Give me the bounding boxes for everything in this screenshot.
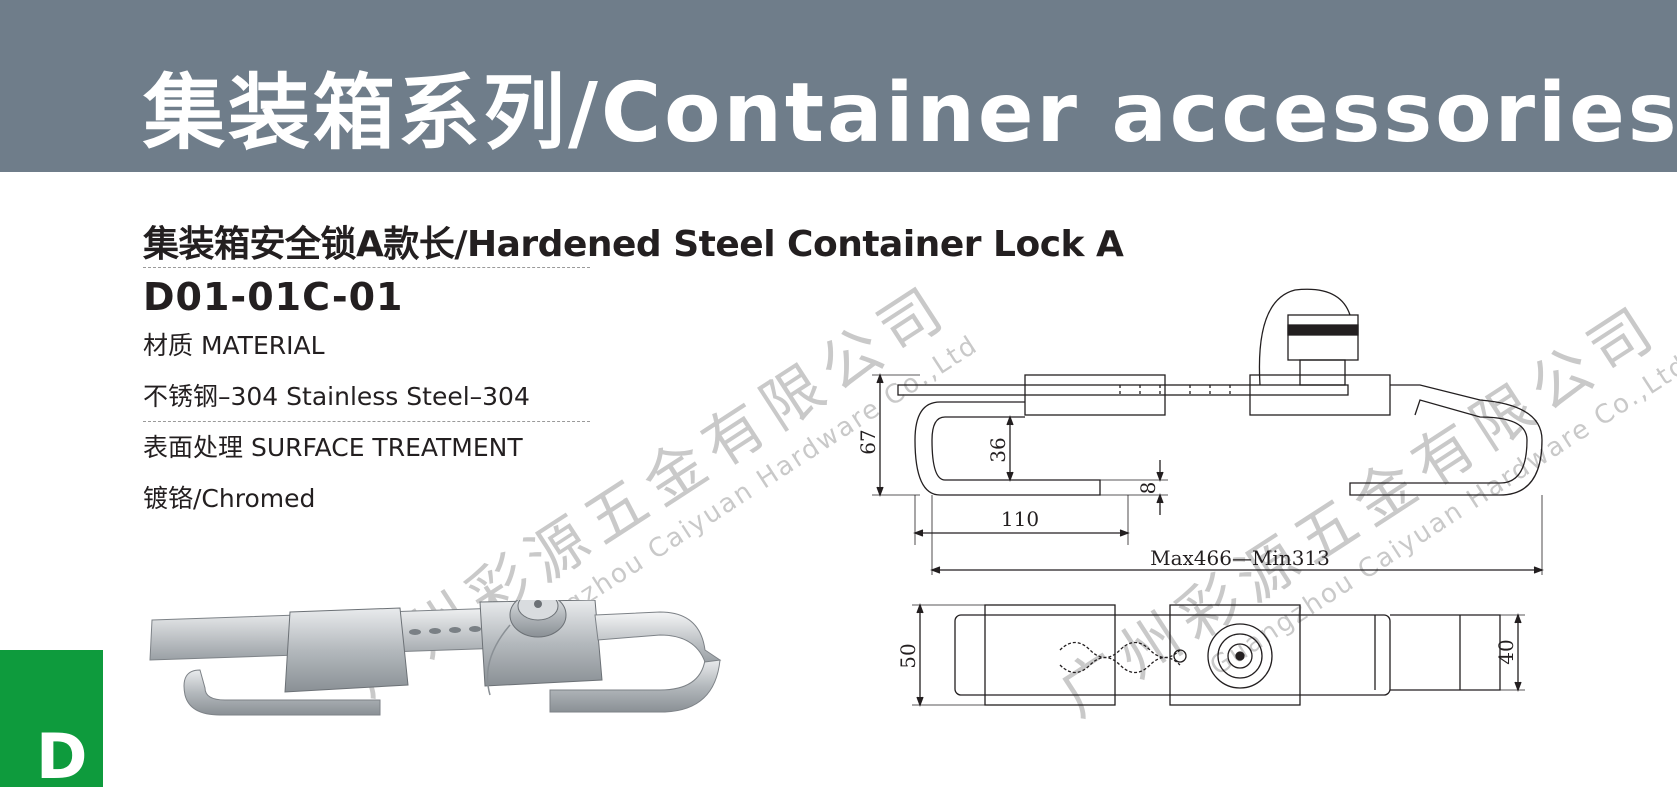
drawing-right-hook <box>1349 384 1543 496</box>
section-tab: D <box>0 650 103 792</box>
technical-drawing: 67 36 8 110 Max466—Min313 50 40 <box>860 288 1544 707</box>
dim-8: 8 <box>1136 482 1160 495</box>
drawing-bar <box>897 384 1349 396</box>
section-letter: D <box>36 720 88 793</box>
dim-110: 110 <box>1001 507 1039 531</box>
page-title: 集装箱系列/Container accessories <box>143 66 1677 161</box>
divider <box>143 421 590 422</box>
drawing-cable <box>1258 288 1351 386</box>
drawing-plan-body <box>954 614 1391 696</box>
spec-surface-label: 表面处理 SURFACE TREATMENT <box>143 433 523 462</box>
drawing-sleeve-2 <box>1249 374 1391 416</box>
header-band <box>0 0 1677 172</box>
dim-67: 67 <box>860 429 880 454</box>
product-model: D01-01C-01 <box>143 275 404 319</box>
dim-36: 36 <box>986 437 1010 462</box>
divider <box>143 267 590 268</box>
product-photo <box>149 600 722 716</box>
spec-material-value: 不锈钢–304 Stainless Steel–304 <box>143 382 530 411</box>
dim-50: 50 <box>896 643 920 668</box>
spec-surface-value: 镀铬/Chromed <box>143 484 316 513</box>
product-title: 集装箱安全锁A款长/Hardened Steel Container Lock … <box>143 224 1124 265</box>
drawing-sleeve-1 <box>1024 374 1166 416</box>
spec-material-label: 材质 MATERIAL <box>143 331 325 360</box>
dim-40: 40 <box>1494 639 1518 664</box>
drawing-lock-body <box>1287 314 1359 361</box>
drawing-dial <box>1207 623 1273 689</box>
dim-range: Max466—Min313 <box>1150 546 1330 570</box>
